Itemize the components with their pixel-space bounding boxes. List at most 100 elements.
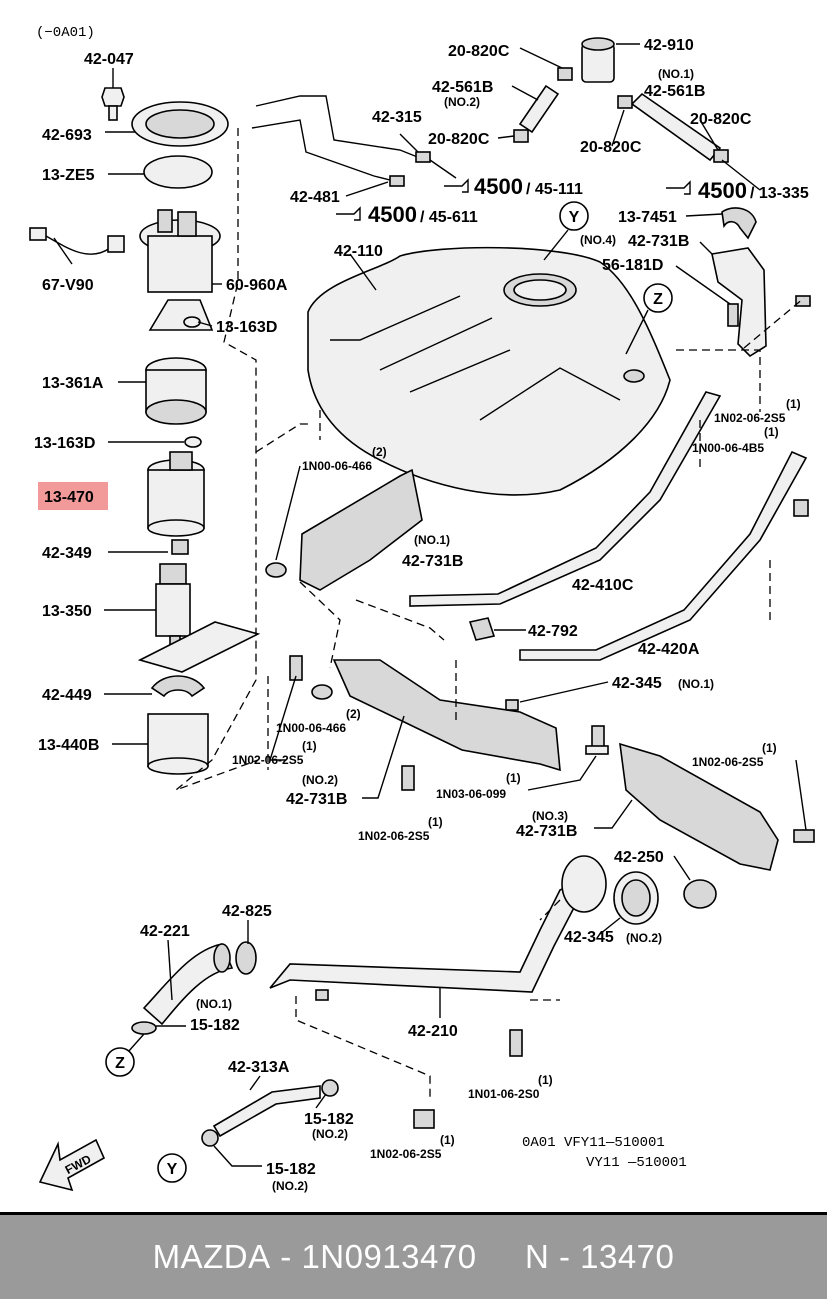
shield-42-731b-no1[interactable] [299,468,423,591]
label-13-163d-a[interactable]: 13-163D [216,319,277,336]
label-15-182-a[interactable]: 15-182 [190,1017,240,1034]
nut-1n00-06-466-b[interactable] [311,684,333,700]
clip-42-345-no1[interactable] [505,699,519,711]
filler-neck-ring-42-345-no2[interactable] [613,871,659,925]
strap-42-420a[interactable] [519,450,808,661]
clip-56-181d[interactable] [727,303,739,327]
label-1n00-06-466-b[interactable]: 1N00-06-466 [276,721,346,735]
clamp-15-182-no2-a[interactable] [321,1079,339,1097]
label-13-163d-b[interactable]: 13-163D [34,435,95,452]
ref-arrow-4500-c[interactable] [666,180,691,195]
ref-arrow-4500-a[interactable] [444,178,469,193]
label-1n02-06-2s5-a[interactable]: 1N02-06-2S5 [714,411,786,425]
bolt-1n02-06-2s5-b[interactable] [289,655,303,681]
clamp-13-7451[interactable] [721,207,757,240]
label-15-182-b[interactable]: 15-182 [304,1111,354,1128]
bolt-1n02-06-2s5-e[interactable] [413,1109,435,1129]
label-ref-45-611[interactable]: / 45-611 [420,209,478,226]
fuel-sender-60-960a[interactable] [139,209,221,331]
label-1n02-06-2s5-d[interactable]: 1N02-06-2S5 [692,755,764,769]
fuel-filter-13-470[interactable] [147,451,205,537]
hose-42-561b-no1[interactable] [630,92,722,162]
clip-20-820c-d[interactable] [713,149,729,163]
filler-pipe-42-210[interactable] [269,878,584,993]
label-60-960a[interactable]: 60-960A [226,277,288,294]
label-ref-4500-b[interactable]: 4500 [368,202,417,227]
clamp-42-825[interactable] [213,941,257,975]
label-42-313a[interactable]: 42-313A [228,1059,290,1076]
label-42-315[interactable]: 42-315 [372,109,422,126]
label-42-349[interactable]: 42-349 [42,545,92,562]
label-42-345-a[interactable]: 42-345 [612,675,662,692]
label-1n02-06-2s5-b[interactable]: 1N02-06-2S5 [232,753,304,767]
label-42-693[interactable]: 42-693 [42,127,92,144]
label-1n02-06-2s5-c[interactable]: 1N02-06-2S5 [358,829,430,843]
cover-plate-42-693[interactable] [131,101,229,147]
clamp-15-182-no1[interactable] [131,1021,157,1035]
hose-42-315[interactable] [415,151,431,163]
label-20-820c-a[interactable]: 20-820C [448,43,510,60]
strainer-13-440b[interactable] [147,713,209,775]
o-ring-13-163d-upper[interactable] [183,316,201,328]
label-1n00-06-466-a[interactable]: 1N00-06-466 [302,459,372,473]
label-42-420a[interactable]: 42-420A [638,641,700,658]
label-13-470[interactable]: 13-470 [44,489,94,506]
shield-42-731b-no2[interactable] [332,659,561,772]
label-1n01-06-2s0[interactable]: 1N01-06-2S0 [468,1087,540,1101]
fuel-pump-13-350[interactable] [137,563,261,673]
bracket-42-731b-no4[interactable] [711,247,767,358]
label-42-481[interactable]: 42-481 [290,189,340,206]
clamp-15-182-no2-b[interactable] [201,1129,219,1147]
clip-20-820c-c[interactable] [617,95,633,109]
fuel-filter-13-361a[interactable] [145,357,207,425]
label-42-731b-b[interactable]: 42-731B [402,553,463,570]
label-ref-13-335[interactable]: / 13-335 [750,185,809,202]
label-42-731b-a[interactable]: 42-731B [628,233,689,250]
label-42-731b-d[interactable]: 42-731B [516,823,577,840]
bolt-1n02-06-2s5-c[interactable] [401,765,415,791]
hose-42-481[interactable] [389,175,405,187]
valve-42-910[interactable] [581,37,615,83]
filler-cap-42-250[interactable] [683,879,717,909]
clip-42-449[interactable] [150,675,206,698]
o-ring-13-163d[interactable] [184,436,202,448]
bolt-1n02-06-2s5-a[interactable] [795,295,811,307]
label-42-110[interactable]: 42-110 [334,243,383,260]
bolt-1n03-06-099[interactable] [585,725,609,755]
label-15-182-c[interactable]: 15-182 [266,1161,316,1178]
bolt-1n02-06-2s5-d[interactable] [793,829,815,843]
label-67-v90[interactable]: 67-V90 [42,277,94,294]
label-42-345-b[interactable]: 42-345 [564,929,614,946]
clip-20-820c-b[interactable] [513,129,529,143]
label-42-250[interactable]: 42-250 [614,849,664,866]
label-42-792[interactable]: 42-792 [528,623,578,640]
label-56-181d[interactable]: 56-181D [602,257,663,274]
gasket-13-ze5[interactable] [143,155,213,189]
label-42-561b-b[interactable]: 42-561B [644,83,705,100]
bolt-1n00-06-4b5[interactable] [793,499,809,517]
bolt-1n01-06-2s0[interactable] [509,1029,523,1057]
label-42-210[interactable]: 42-210 [408,1023,458,1040]
label-42-731b-c[interactable]: 42-731B [286,791,347,808]
label-42-410c[interactable]: 42-410C [572,577,634,594]
fuel-tank-42-110[interactable] [307,246,671,496]
label-13-ze5[interactable]: 13-ZE5 [42,167,95,184]
clamp-42-792[interactable] [468,617,496,641]
label-20-820c-d[interactable]: 20-820C [580,139,642,156]
clip-20-820c-a[interactable] [557,67,573,81]
label-ref-45-111[interactable]: / 45-111 [526,181,583,198]
ref-arrow-4500-b[interactable] [336,206,361,221]
label-1n03-06-099[interactable]: 1N03-06-099 [436,787,506,801]
label-13-440b[interactable]: 13-440B [38,737,99,754]
clip-filler-bracket[interactable] [315,989,329,1001]
label-42-449[interactable]: 42-449 [42,687,92,704]
label-ref-4500-a[interactable]: 4500 [474,174,523,199]
label-1n00-06-4b5[interactable]: 1N00-06-4B5 [692,441,764,455]
bolt-42-047[interactable] [101,87,125,121]
label-13-7451[interactable]: 13-7451 [618,209,677,226]
label-42-825[interactable]: 42-825 [222,903,272,920]
hose-42-561b-no2[interactable] [518,84,560,134]
label-20-820c-c[interactable]: 20-820C [690,111,752,128]
label-1n02-06-2s5-e[interactable]: 1N02-06-2S5 [370,1147,442,1161]
label-13-361a[interactable]: 13-361A [42,375,104,392]
